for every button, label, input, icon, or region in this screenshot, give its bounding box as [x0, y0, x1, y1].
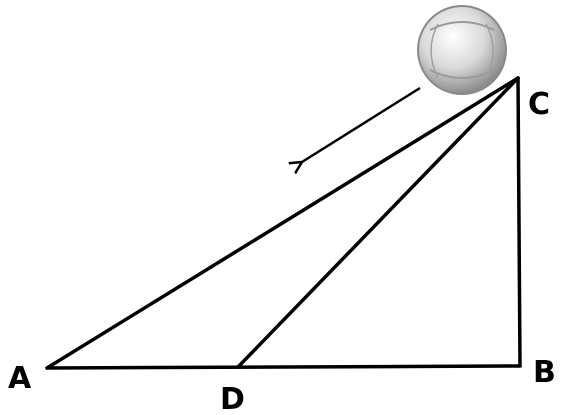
label-c: C	[528, 87, 550, 122]
segment-cd	[236, 76, 520, 369]
label-d: D	[220, 382, 245, 415]
label-b: B	[533, 355, 556, 390]
segment-ab	[45, 364, 522, 370]
label-a: A	[8, 361, 32, 396]
segment-bc	[516, 76, 522, 368]
ball-icon	[417, 5, 507, 95]
arrow-down-left-icon	[302, 86, 421, 162]
segment-ca	[45, 76, 520, 370]
